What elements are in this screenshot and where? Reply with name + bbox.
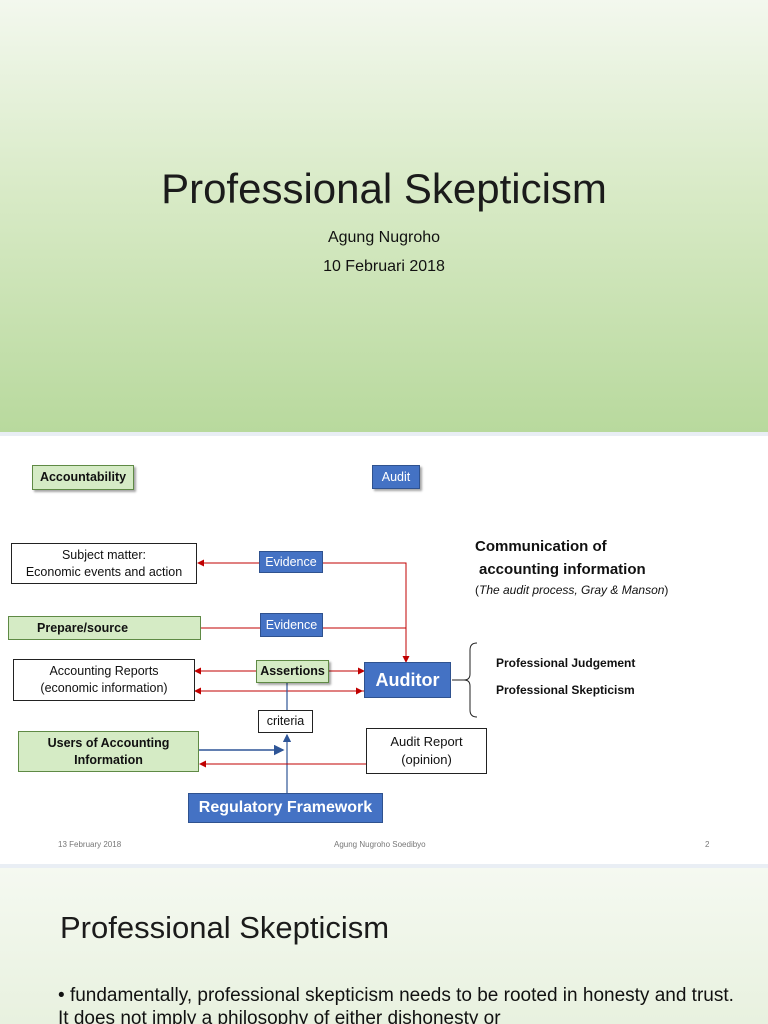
source-citation: (The audit process, Gray & Manson)	[475, 583, 668, 597]
accounting-reports-box: Accounting Reports (economic information…	[13, 659, 195, 701]
slide-author: Agung Nugroho	[327, 229, 441, 246]
content-slide: Professional Skepticism • fundamentally,…	[0, 868, 768, 1024]
footer-date: 13 February 2018	[58, 840, 122, 849]
accounting-reports-line1: Accounting Reports	[49, 664, 159, 679]
communication-line1: Communication of	[475, 538, 607, 555]
bullet-symbol: •	[58, 985, 65, 1006]
bullet-text: fundamentally, professional skepticism n…	[58, 985, 734, 1024]
subject-matter-box: Subject matter: Economic events and acti…	[11, 543, 197, 584]
evidence-box-mid: Evidence	[260, 613, 323, 637]
professional-judgement: Professional Judgement	[496, 656, 636, 670]
diagram-slide: Accountability Audit Subject matter: Eco…	[0, 436, 768, 864]
users-line1: Users of Accounting	[47, 735, 170, 750]
source-close: )	[664, 583, 669, 597]
criteria-box: criteria	[258, 710, 313, 733]
source-open: (	[475, 583, 479, 597]
accountability-box: Accountability	[32, 465, 134, 490]
diagram-connectors	[194, 559, 478, 793]
footer-page: 2	[705, 840, 710, 849]
auditor-box: Auditor	[364, 662, 451, 698]
subject-matter-line1: Subject matter:	[61, 547, 147, 562]
assertions-box: Assertions	[256, 660, 329, 683]
professional-skepticism: Professional Skepticism	[496, 683, 635, 697]
title-slide: Professional Skepticism Agung Nugroho 10…	[0, 0, 768, 432]
arrow-evidence-to-auditor	[323, 562, 410, 663]
accounting-reports-line2: (economic information)	[40, 681, 168, 695]
footer-author: Agung Nugroho Soedibyo	[334, 840, 426, 849]
prepare-source-box: Prepare/source	[8, 616, 201, 640]
audit-box: Audit	[372, 465, 420, 489]
slide3-title: Professional Skepticism	[60, 910, 390, 945]
evidence-box-top: Evidence	[259, 551, 323, 573]
slide-separator	[0, 864, 768, 868]
audit-report-box: Audit Report (opinion)	[366, 728, 487, 774]
bullet-item: • fundamentally, professional skepticism…	[58, 984, 738, 1024]
subject-matter-line2: Economic events and action	[25, 564, 183, 579]
communication-line2: accounting information	[479, 561, 646, 578]
users-box: Users of Accounting Information	[18, 731, 199, 772]
brace	[463, 642, 478, 718]
users-line2: Information	[74, 752, 143, 767]
regulatory-framework-box: Regulatory Framework	[188, 793, 383, 823]
audit-report-line2: (opinion)	[401, 752, 452, 767]
source-italic: The audit process, Gray & Manson	[479, 583, 665, 597]
audit-report-line1: Audit Report	[390, 734, 463, 750]
slide-separator	[0, 432, 768, 436]
slide-title: Professional Skepticism	[161, 165, 607, 212]
slide-date: 10 Februari 2018	[323, 258, 445, 275]
